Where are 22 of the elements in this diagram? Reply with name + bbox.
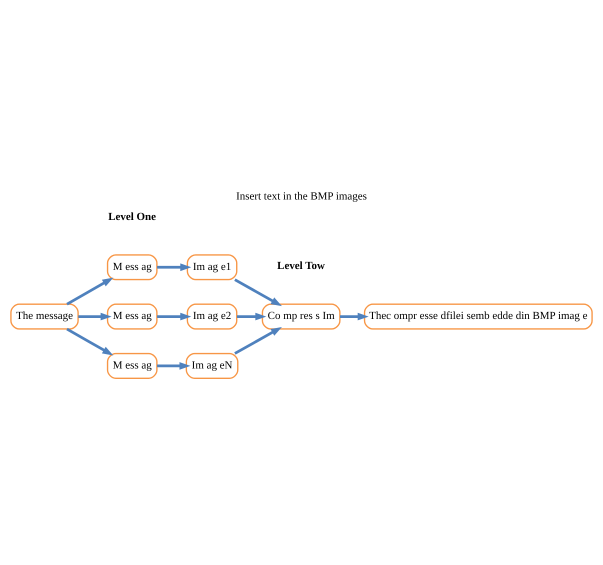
arrow [236, 312, 266, 320]
label: Level One [108, 210, 156, 222]
arrow [66, 327, 114, 356]
node-box: M ess ag [106, 352, 158, 378]
arrow [157, 362, 190, 370]
node-box: M ess ag [106, 254, 158, 280]
node-box: Co mp res s Im [262, 303, 341, 330]
node-box: Im ag e2 [186, 303, 238, 330]
node-box: M ess ag [106, 303, 158, 330]
arrow [234, 326, 282, 354]
diagram-title: Insert text in the BMP images [236, 190, 367, 202]
node-box: Thec ompr esse dfilei semb edde din BMP imag e [364, 303, 593, 330]
arrow [78, 312, 112, 320]
arrow [340, 312, 369, 320]
arrow [66, 277, 114, 305]
arrow [234, 278, 282, 306]
label: Level Tow [277, 260, 325, 272]
node-box: Im ag eN [186, 352, 238, 378]
node-box: The message [10, 303, 79, 330]
node-box: Im ag e1 [186, 254, 238, 280]
arrow [157, 312, 192, 320]
arrow [157, 262, 192, 271]
